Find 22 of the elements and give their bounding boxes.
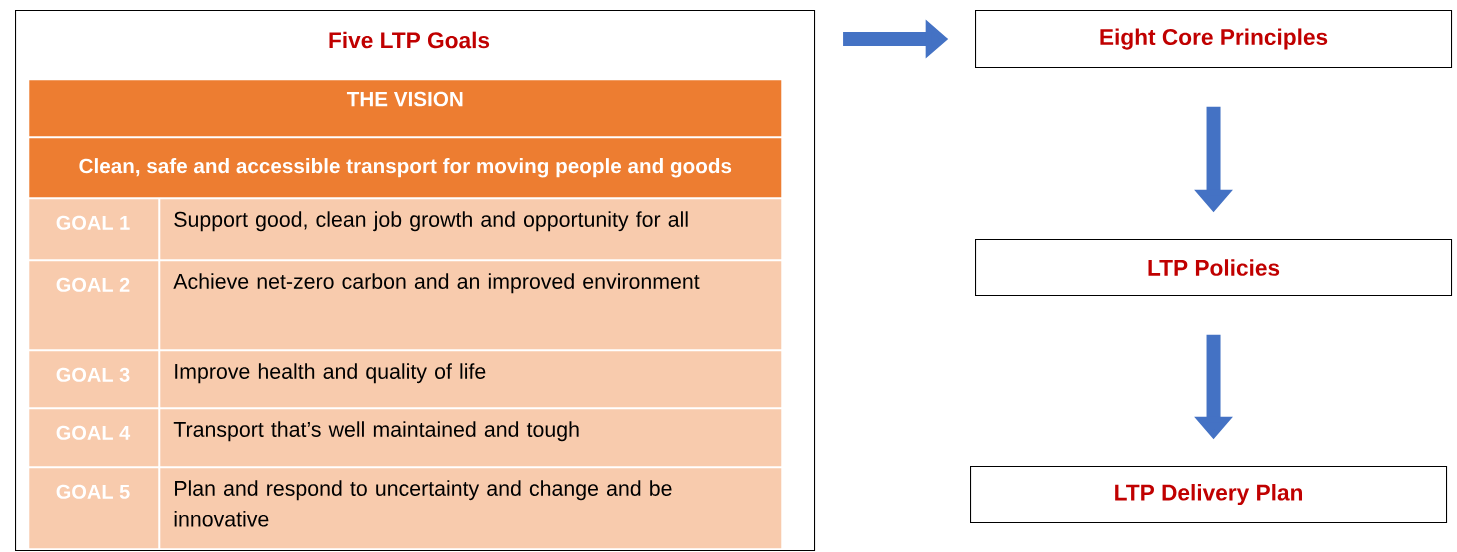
node-label: GOAL 1 bbox=[56, 215, 130, 230]
node-label: Support good, clean job growth and opportunity for all bbox=[174, 211, 688, 232]
process-box: Eight Core Principles bbox=[975, 10, 1453, 69]
goal-label-cell: GOAL 3 bbox=[29, 351, 159, 408]
node-label: THE VISION bbox=[346, 91, 463, 107]
node-label: GOAL 4 bbox=[56, 425, 131, 440]
node-label: Transport that’s well maintained and tough bbox=[173, 421, 579, 442]
node-label: Improve health and quality of life bbox=[175, 363, 486, 384]
node-label: GOAL 3 bbox=[56, 367, 130, 382]
node-label: Clean, safe and accessible transport for moving people and goods bbox=[79, 158, 732, 178]
node-label: GOAL 5 bbox=[56, 484, 130, 499]
vision-band: Clean, safe and accessible transport for moving people and goods bbox=[29, 138, 782, 198]
vision-band: THE VISION bbox=[29, 80, 782, 137]
node-label: GOAL 2 bbox=[56, 277, 130, 292]
goal-label-cell: GOAL 1 bbox=[29, 199, 159, 260]
goal-label-cell: GOAL 4 bbox=[29, 409, 159, 467]
node-label: Plan and respond to uncertainty and change and be innovative bbox=[174, 480, 672, 527]
process-box: LTP Delivery Plan bbox=[970, 466, 1448, 524]
process-box: LTP Policies bbox=[975, 239, 1453, 297]
node-label: Achieve net-zero carbon and an improved environment bbox=[173, 273, 700, 294]
goal-label-cell: GOAL 5 bbox=[29, 468, 159, 549]
goal-label-cell: GOAL 2 bbox=[29, 261, 159, 350]
